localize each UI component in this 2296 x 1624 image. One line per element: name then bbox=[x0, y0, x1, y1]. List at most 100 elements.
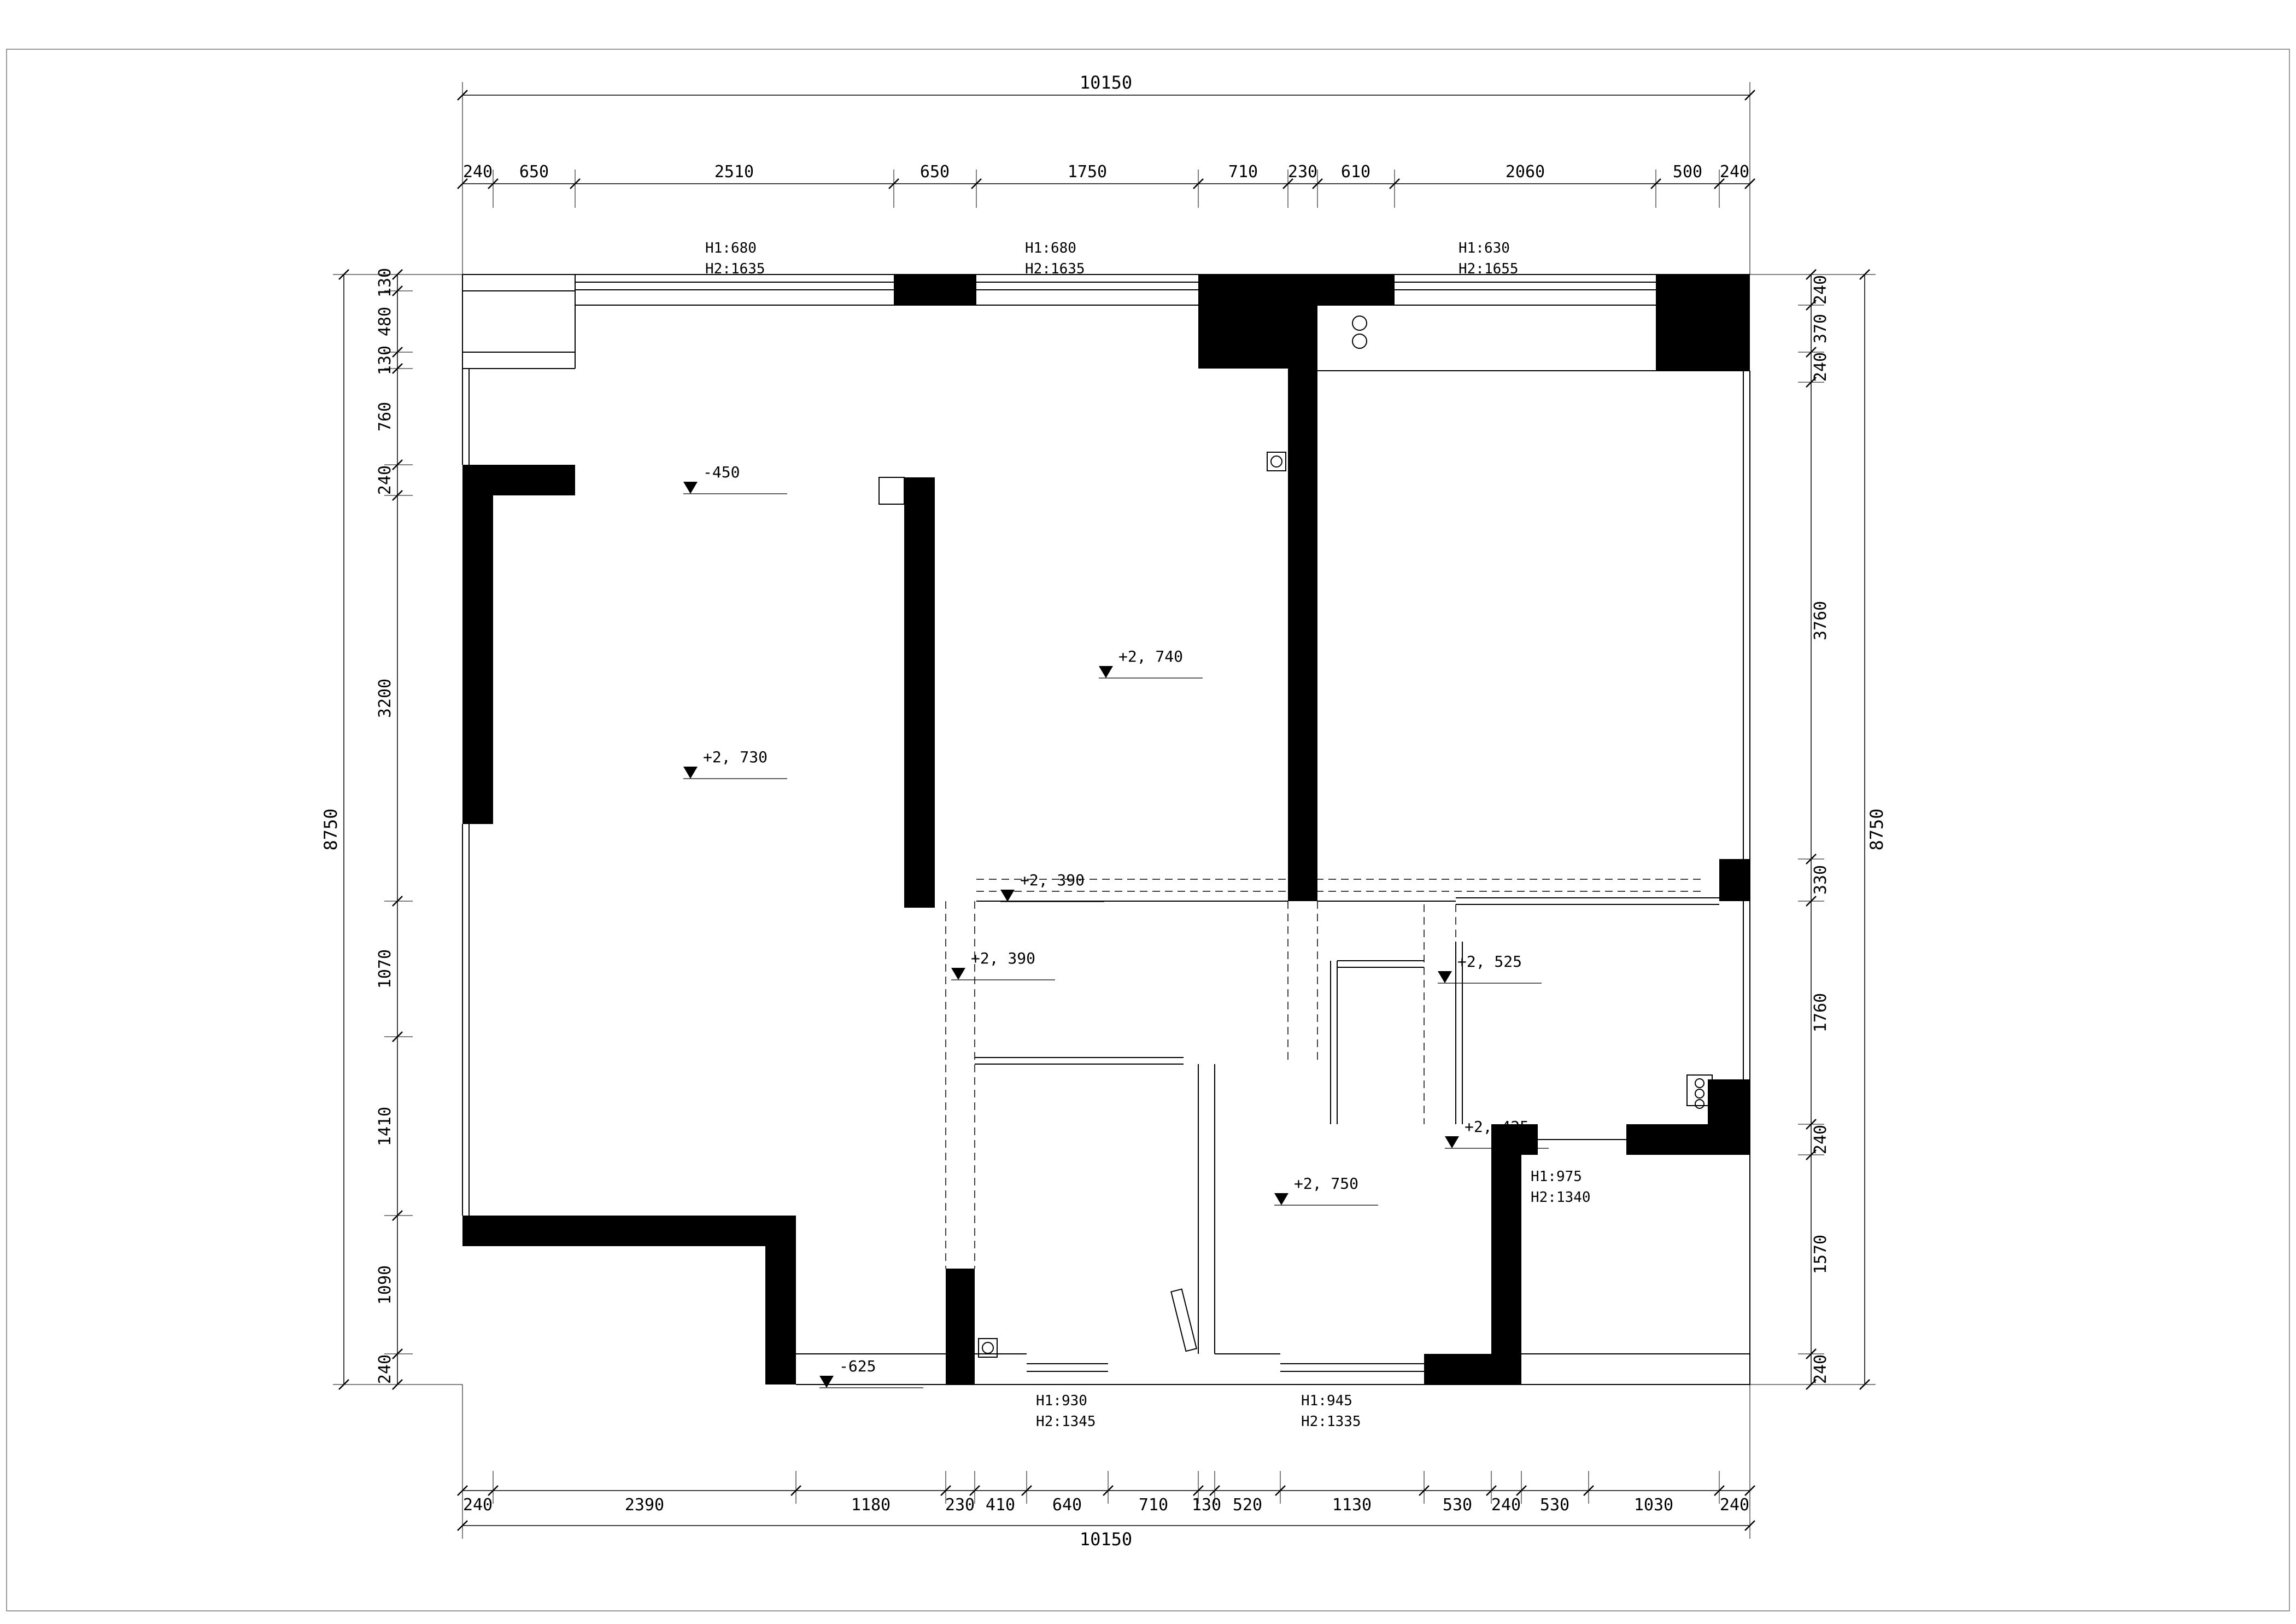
level-triangle-icon bbox=[683, 482, 698, 494]
level-marks: -450 +2, 740 +2, 730 +2, 390 +2, 390 +2,… bbox=[683, 463, 1549, 1388]
thin-wall-lines bbox=[462, 274, 1750, 1385]
dim-label: 2060 bbox=[1506, 162, 1545, 182]
meter-dial-icon bbox=[1270, 455, 1282, 468]
dim-label: 240 bbox=[1811, 352, 1830, 382]
dim-label: 1570 bbox=[1811, 1235, 1830, 1274]
level-triangle-icon bbox=[951, 968, 965, 980]
dim-label: 500 bbox=[1673, 162, 1702, 182]
level-triangle-icon bbox=[1438, 971, 1452, 983]
opening-label: H1:680 bbox=[1025, 240, 1076, 256]
door-leaf bbox=[1170, 1288, 1198, 1352]
opening-label: H1:680 bbox=[705, 240, 757, 256]
dim-label: 240 bbox=[376, 1354, 395, 1384]
level-label: -450 bbox=[703, 463, 740, 481]
level-triangle-icon bbox=[1099, 666, 1113, 678]
dim-label: 130 bbox=[376, 268, 395, 297]
dim-label: 710 bbox=[1139, 1496, 1168, 1515]
dim-total-label: 10150 bbox=[1080, 1529, 1132, 1550]
dim-label: 640 bbox=[1052, 1496, 1082, 1515]
level-triangle-icon bbox=[819, 1376, 834, 1388]
level-triangle-icon bbox=[1000, 890, 1015, 902]
dim-total-label: 8750 bbox=[1866, 808, 1887, 850]
dim-label: 3200 bbox=[376, 679, 395, 718]
level-mark: +2, 390 bbox=[951, 949, 1055, 980]
opening-label: H2:1340 bbox=[1531, 1189, 1591, 1206]
dim-label: 2390 bbox=[625, 1496, 664, 1515]
opening-label: H2:1635 bbox=[1025, 261, 1085, 277]
dim-label: 240 bbox=[1720, 1496, 1749, 1515]
dim-label: 610 bbox=[1341, 162, 1370, 182]
dimension-ticks bbox=[338, 90, 1870, 1531]
pipe-riser-icon bbox=[1352, 334, 1367, 349]
level-label: +2, 750 bbox=[1294, 1175, 1358, 1193]
dim-label: 530 bbox=[1540, 1496, 1569, 1515]
dim-label: 130 bbox=[1192, 1496, 1221, 1515]
dim-label: 240 bbox=[1811, 275, 1830, 305]
opening-label: H1:930 bbox=[1036, 1393, 1087, 1409]
dim-label: 760 bbox=[376, 402, 395, 431]
dim-label: 1180 bbox=[851, 1496, 891, 1515]
dim-total-label: 8750 bbox=[320, 808, 341, 850]
opening-label: H1:945 bbox=[1301, 1393, 1352, 1409]
dim-label: 1070 bbox=[376, 949, 395, 989]
opening-label: H2:1335 bbox=[1301, 1413, 1361, 1430]
opening-label: H2:1635 bbox=[705, 261, 765, 277]
level-label: +2, 525 bbox=[1457, 953, 1522, 971]
meter-box-icon bbox=[1267, 452, 1286, 471]
dim-label: 130 bbox=[376, 346, 395, 375]
dim-label: 1130 bbox=[1332, 1496, 1372, 1515]
level-mark: +2, 425 bbox=[1445, 1118, 1549, 1149]
dim-label: 240 bbox=[1720, 162, 1749, 182]
dim-total-label: 10150 bbox=[1080, 72, 1132, 93]
dimension-labels: 10150 10150 8750 8750 240 650 2510 650 1… bbox=[320, 72, 1887, 1550]
level-triangle-icon bbox=[1445, 1136, 1459, 1148]
level-label: -625 bbox=[839, 1357, 876, 1375]
dim-label: 240 bbox=[1811, 1354, 1830, 1384]
dim-label: 650 bbox=[920, 162, 950, 182]
dim-label: 240 bbox=[1811, 1125, 1830, 1154]
opening-annotations: H1:680 H2:1635 H1:680 H2:1635 H1:630 H2:… bbox=[705, 240, 1591, 1430]
extension-lines bbox=[333, 82, 1876, 1539]
wall-fill bbox=[462, 274, 1750, 1385]
dim-label: 1760 bbox=[1811, 993, 1830, 1032]
opening-label: H1:630 bbox=[1459, 240, 1510, 256]
level-mark: +2, 730 bbox=[683, 748, 787, 779]
dim-label: 330 bbox=[1811, 865, 1830, 895]
level-triangle-icon bbox=[683, 767, 698, 779]
dim-label: 240 bbox=[463, 162, 493, 182]
level-mark: +2, 750 bbox=[1274, 1175, 1378, 1206]
level-label: +2, 425 bbox=[1465, 1118, 1529, 1136]
dim-label: 230 bbox=[945, 1496, 975, 1515]
dim-label: 1030 bbox=[1634, 1496, 1673, 1515]
dim-label: 710 bbox=[1228, 162, 1258, 182]
meter-box-icon bbox=[978, 1338, 998, 1358]
dim-label: 240 bbox=[463, 1496, 493, 1515]
dim-label: 3760 bbox=[1811, 601, 1830, 640]
opening-label: H2:1655 bbox=[1459, 261, 1519, 277]
level-mark: +2, 740 bbox=[1099, 647, 1203, 679]
level-mark: +2, 525 bbox=[1438, 953, 1542, 984]
dim-label: 2510 bbox=[714, 162, 754, 182]
dim-label: 1090 bbox=[376, 1265, 395, 1305]
sheet-border bbox=[6, 49, 2290, 1611]
dim-label: 480 bbox=[376, 307, 395, 336]
water-heater-knob-icon bbox=[1695, 1099, 1705, 1109]
level-label: +2, 730 bbox=[703, 748, 768, 766]
level-mark: +2, 390 bbox=[1000, 871, 1104, 902]
pipe-riser-icon bbox=[1352, 316, 1367, 331]
water-heater-icon bbox=[1686, 1074, 1713, 1106]
dim-label: 240 bbox=[1491, 1496, 1521, 1515]
door-jamb bbox=[878, 477, 905, 505]
fixtures bbox=[878, 316, 1713, 1358]
dim-label: 650 bbox=[519, 162, 549, 182]
dim-label: 240 bbox=[376, 465, 395, 495]
dim-label: 1750 bbox=[1068, 162, 1107, 182]
dim-label: 520 bbox=[1233, 1496, 1262, 1515]
opening-label: H1:975 bbox=[1531, 1169, 1582, 1185]
dim-label: 530 bbox=[1443, 1496, 1472, 1515]
water-heater-knob-icon bbox=[1695, 1089, 1705, 1099]
level-triangle-icon bbox=[1274, 1193, 1288, 1205]
opening-label: H2:1345 bbox=[1036, 1413, 1096, 1430]
